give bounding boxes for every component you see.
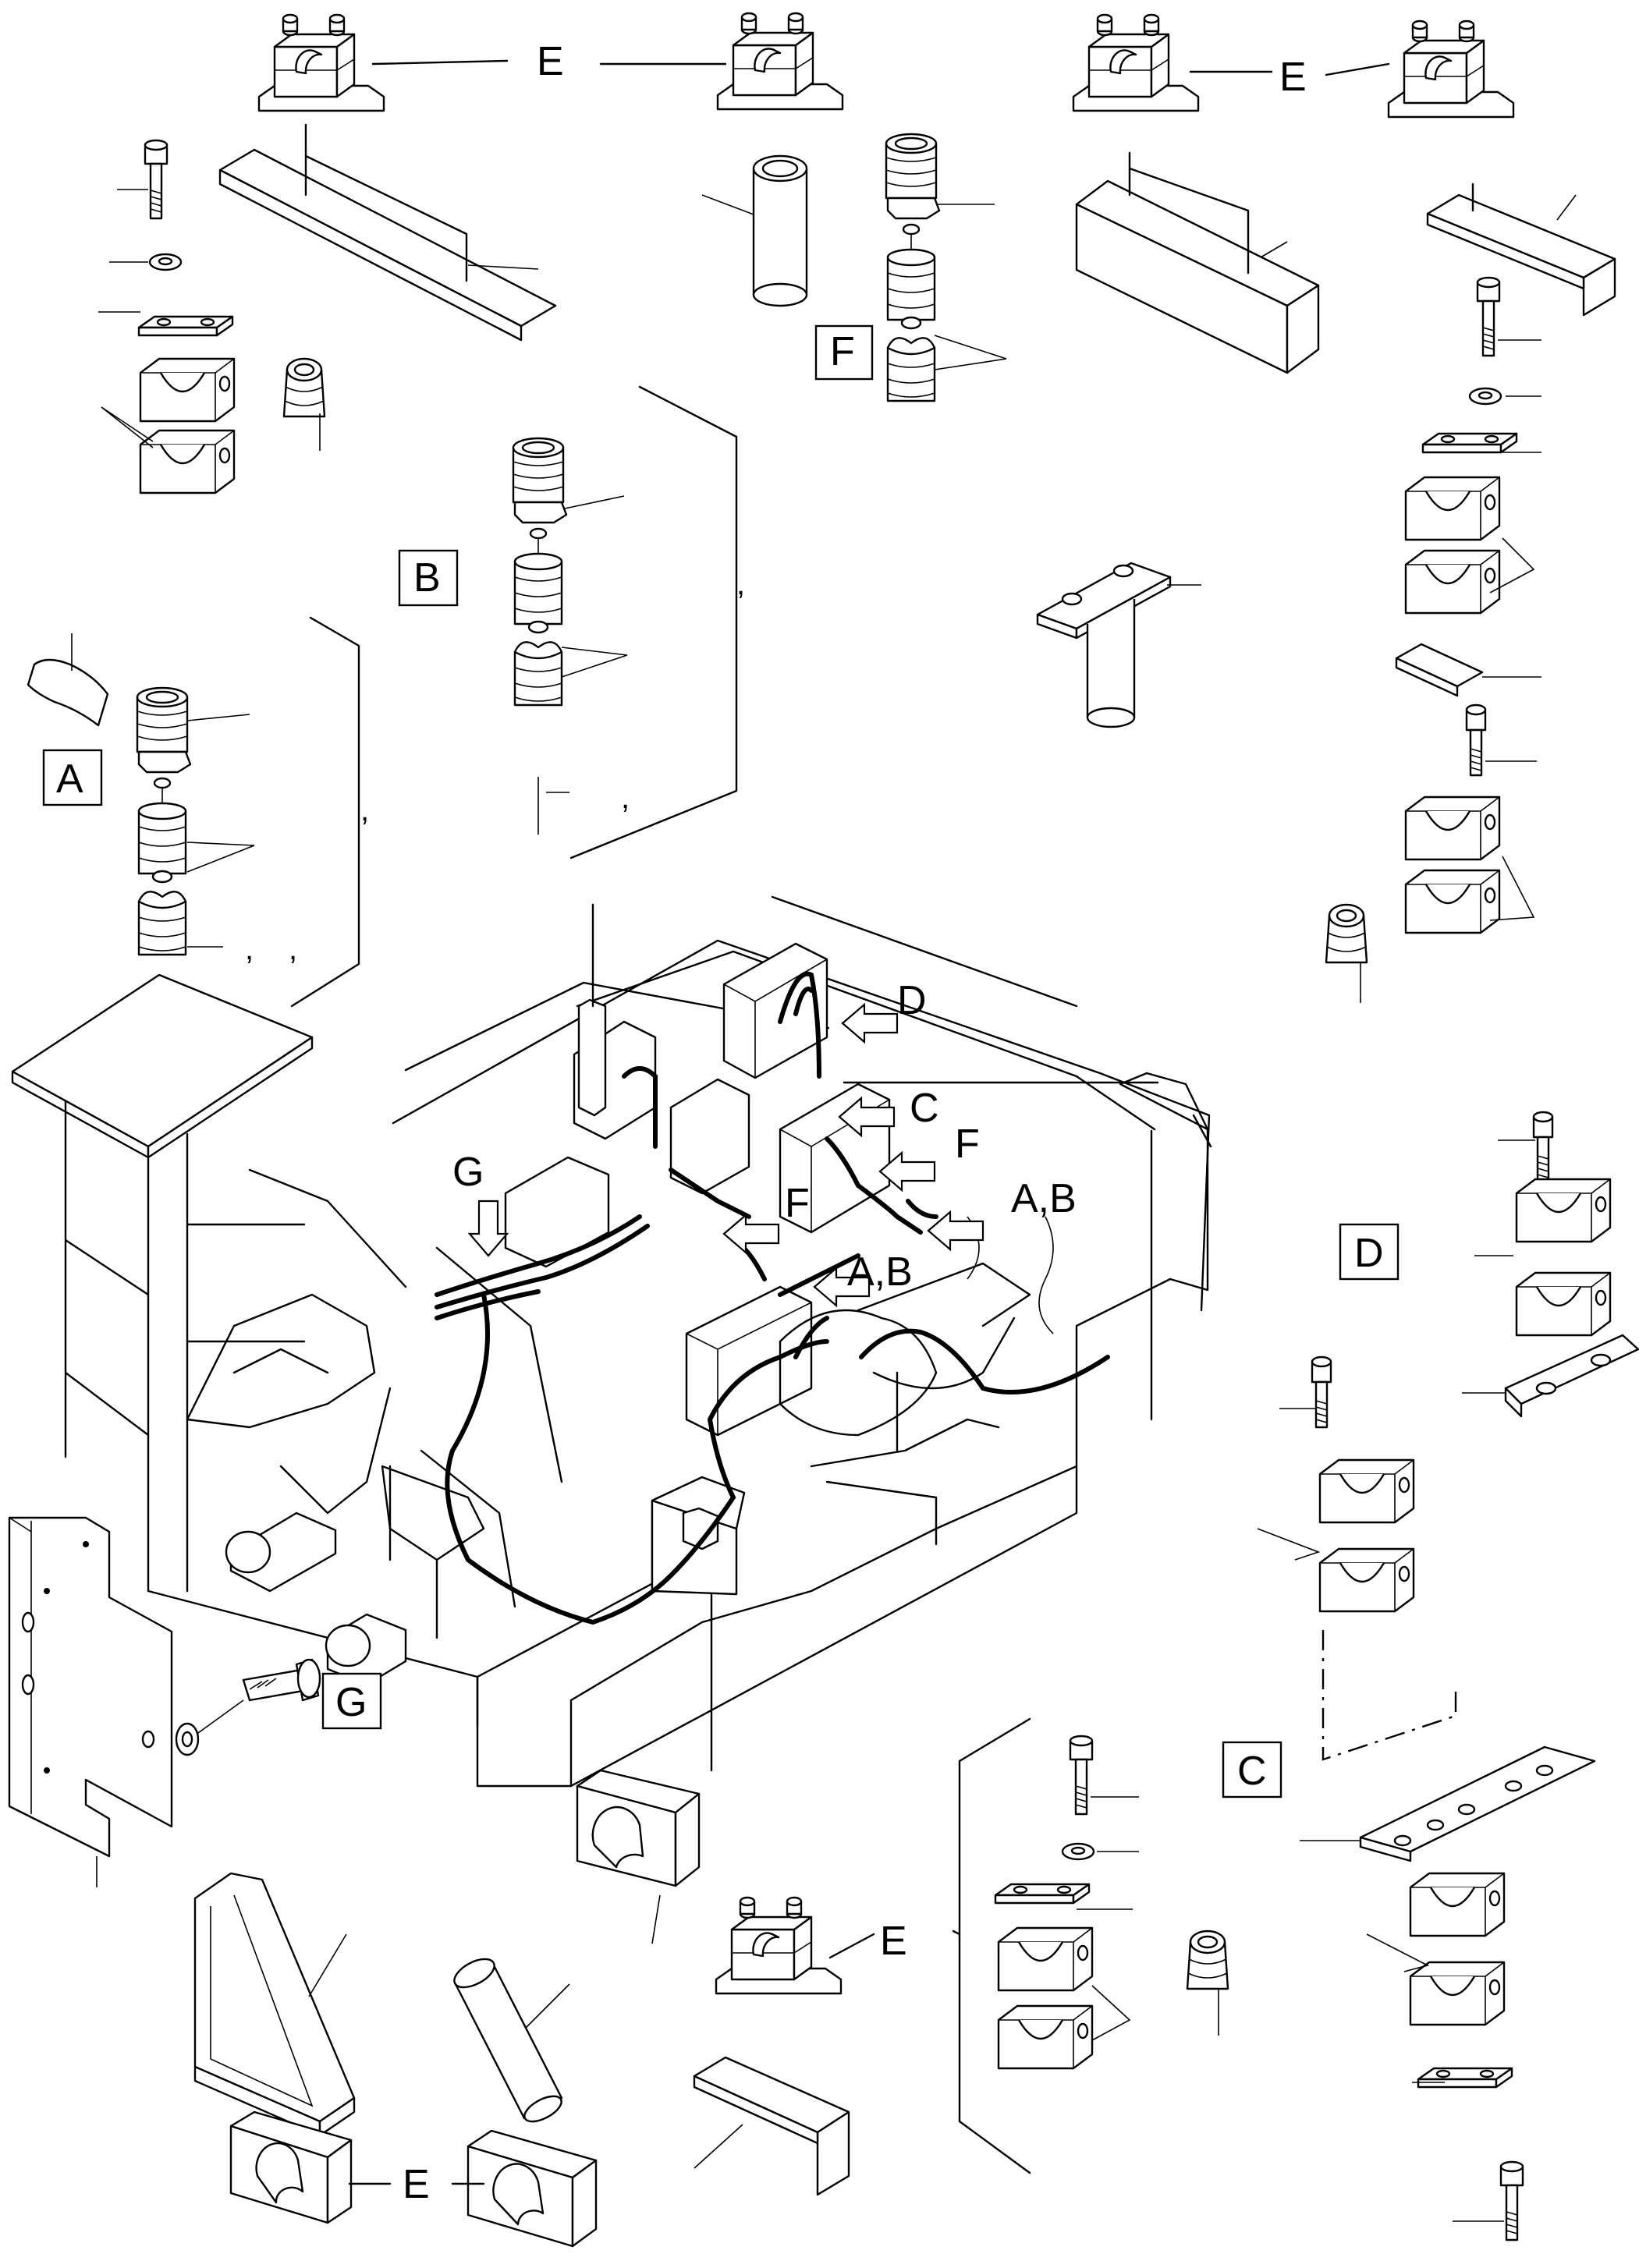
washer-icon [1061,1842,1095,1861]
plate-icon [994,1883,1091,1905]
hose-coupling-icon [136,686,192,956]
label-e: E [1279,55,1307,100]
grommet-icon [282,357,326,418]
clamp-half-icon [1404,869,1501,934]
callout-label-c: C [910,1086,939,1131]
clamp-half-icon [1404,796,1501,861]
hose-coupling-icon [512,437,568,707]
screw-icon [1311,1355,1332,1429]
label-e: E [537,39,564,84]
clamp-half-icon [1404,476,1501,541]
separator-comma: , [245,932,254,966]
hose-routing [435,971,1110,1625]
separator-comma: , [360,793,369,827]
label-e: E [880,1919,907,1964]
plate-icon [137,315,234,337]
coupling-group-a: A , , , [27,616,369,1008]
clamp-group-top-left [98,13,557,494]
label-box-a [42,749,103,806]
label-d: D [1354,1231,1384,1276]
callout-arrow-icon [722,1214,780,1254]
label-box-d [1339,1223,1400,1281]
hose-coupling-icon [885,133,941,402]
clamp-group-d: D [1339,1111,1639,1418]
clamp-half-icon [1409,1961,1506,2026]
bracket-group-g: G [8,1516,382,1887]
screw-icon [1465,703,1487,777]
clamp-half-icon [1318,1458,1415,1524]
washer-icon [1468,387,1502,406]
coupling-group-f: F [814,133,1007,402]
grommet-icon [1186,1930,1229,1990]
callout-label-f: F [785,1181,810,1226]
plate-icon [1421,432,1518,454]
label-box-f [814,324,874,381]
clamp-half-icon [139,357,236,423]
label-e: E [403,2162,430,2207]
pipe-clamp-icon [715,1896,843,1995]
coupling-group-b: B , , [398,385,745,859]
clamp-half-icon [1515,1178,1612,1243]
clamp-group-top-right [1072,13,1616,1003]
machine-body [11,895,1212,1788]
clamp-group-top-center [599,12,844,307]
bolt-icon [1069,1735,1094,1816]
label-a: A [56,757,83,802]
clamp-half-icon [1404,549,1501,615]
pipe-clamp-icon [1072,13,1200,112]
callout-label-ab: A,B [1011,1176,1077,1221]
clamp-half-icon [1515,1271,1612,1337]
pipe-clamp-icon [1387,19,1515,119]
clamp-half-icon [139,429,236,494]
bolt-icon [1499,2160,1524,2241]
triangle-bracket [193,1872,356,2137]
bolt-icon [144,139,169,220]
separator-comma: , [736,567,745,601]
label-g: G [335,1680,367,1725]
clamp-group-c: C [1222,1355,1596,2241]
clamp-half-icon [997,2004,1094,2070]
label-f: F [830,329,855,374]
label-b: B [413,555,441,601]
clamp-half-icon [1409,1872,1506,1937]
pipe-clamp-icon [257,13,385,112]
clamp-group-bottom-mid [952,1717,1229,2174]
label-box-c [1222,1741,1282,1798]
mount-plate-center [1036,562,1201,728]
callout-label-ab: A,B [847,1249,913,1295]
label-box-b [398,549,459,607]
separator-comma: , [289,932,297,966]
clamp-half-icon [997,1926,1094,1992]
bolt-icon [1476,276,1501,357]
callout-label-f: F [955,1122,980,1167]
plate-icon [1417,2067,1513,2089]
callout-arrow-icon [841,1003,899,1044]
grommet-icon [1325,903,1368,964]
screw-icon [1532,1111,1554,1184]
separator-comma: , [621,781,630,815]
label-box-g [321,1672,382,1730]
callout-arrow-icon [467,1200,509,1257]
clamp-group-bottom-left: E [229,2110,598,2248]
clamp-half-icon [1318,1547,1415,1613]
pipe-clamp-icon [716,12,844,111]
label-c: C [1237,1749,1267,1794]
callout-label-d: D [897,978,927,1023]
callout-label-g: G [452,1150,484,1195]
clamp-group-bottom-center [453,1769,701,2123]
clamp-group-bottom-right: E [693,1896,907,2196]
washer-icon [148,253,183,271]
